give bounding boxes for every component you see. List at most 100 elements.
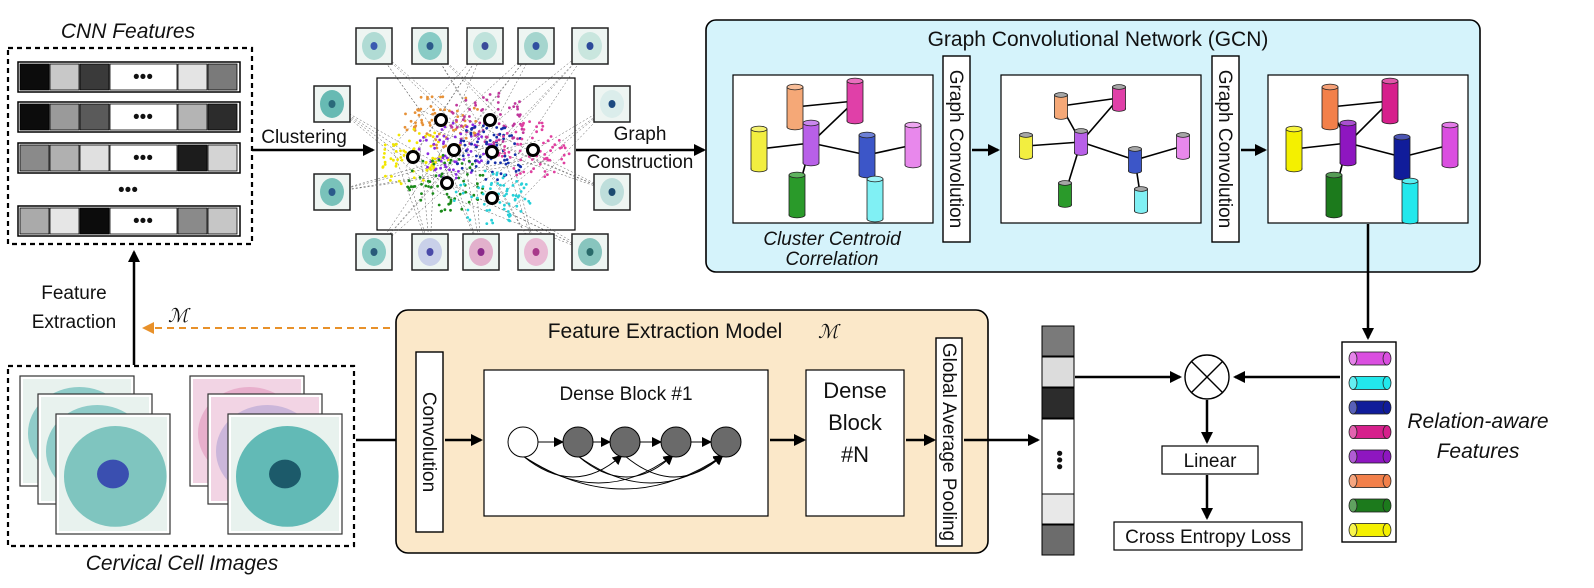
cnn-feature-cell	[207, 63, 238, 91]
dense-layer-node	[710, 426, 742, 458]
scatter-point	[414, 121, 417, 124]
scatter-point	[508, 213, 512, 216]
cylinder-top	[1339, 119, 1357, 127]
cnn-feature-cell	[79, 103, 110, 131]
centroid-marker	[406, 150, 420, 164]
scatter-point	[488, 208, 491, 212]
thumbnail-nucleus	[481, 42, 489, 50]
scatter-point	[498, 132, 502, 136]
dense-skip-connection	[624, 454, 724, 478]
scatter-point	[514, 194, 518, 198]
scatter-point	[432, 142, 436, 146]
cylinder-fill	[1394, 137, 1410, 177]
scatter-point	[384, 174, 387, 178]
relation-cylinder-end	[1382, 523, 1392, 537]
relation-cylinder-body	[1352, 351, 1388, 366]
cluster-caption-1: Cluster Centroid	[763, 229, 902, 250]
scatter-point	[519, 210, 523, 213]
centroid-marker	[440, 176, 454, 190]
leader-line	[512, 161, 537, 253]
scatter-point	[381, 166, 385, 169]
cylinder-fill	[1402, 181, 1418, 221]
cylinder-fill	[1075, 131, 1087, 153]
feature-vector-cell	[1041, 325, 1075, 357]
scatter-point	[419, 95, 423, 99]
scatter-point	[459, 139, 463, 143]
relation-feature-cylinder	[1348, 449, 1392, 464]
scatter-point	[519, 190, 523, 193]
scatter-point	[477, 130, 481, 133]
clustering-label: Clustering	[261, 127, 347, 148]
scatter-point	[421, 179, 425, 182]
cnn-feature-cell	[177, 144, 208, 172]
gap-box	[935, 337, 963, 547]
scatter-point	[415, 141, 419, 145]
scatter-point	[542, 141, 545, 145]
scatter-point	[469, 150, 473, 153]
scatter-point	[522, 170, 526, 174]
scatter-point	[543, 175, 547, 179]
cnn-features-title: CNN Features	[61, 20, 196, 43]
cylinder-fill	[803, 123, 819, 163]
relation-cylinder-cap	[1348, 376, 1358, 390]
scatter-point	[443, 161, 446, 165]
cnn-feature-cell	[109, 207, 178, 235]
scatter-point	[433, 146, 436, 150]
scatter-point	[459, 183, 463, 187]
cell-thumbnail	[411, 233, 449, 271]
gap-label: Global Average Pooling	[938, 343, 959, 541]
scatter-point	[485, 98, 489, 102]
scatter-point	[464, 98, 468, 102]
cluster-caption-2: Correlation	[786, 249, 879, 270]
scatter-point	[500, 154, 504, 158]
scatter-point	[485, 222, 489, 226]
scatter-point	[511, 136, 515, 140]
cylinder-top	[846, 77, 864, 85]
scatter-point	[505, 131, 509, 135]
cell-images-box	[6, 364, 356, 548]
cylinder-top	[1441, 121, 1459, 129]
graph-node-cylinder	[1074, 128, 1088, 156]
relation-cylinder-end	[1382, 498, 1392, 513]
cnn-vertical-dots: •••	[118, 180, 138, 201]
graph-node-cylinder	[1381, 77, 1399, 125]
dense-n-line-1: Dense	[823, 378, 887, 403]
cylinder-fill	[1382, 81, 1398, 121]
scatter-point	[505, 192, 508, 196]
cnn-feature-rows: ••••••••••••	[17, 61, 241, 237]
scatter-point	[454, 127, 458, 131]
scatter-point	[532, 167, 535, 171]
scatter-point	[476, 196, 479, 200]
scatter-point	[514, 130, 518, 134]
relation-feature-cylinder	[1348, 400, 1392, 415]
cnn-feature-cell	[207, 144, 238, 172]
scatter-point	[383, 143, 387, 147]
scatter-point	[567, 152, 571, 156]
scatter-point	[462, 158, 466, 161]
linear-box	[1161, 445, 1259, 475]
cnn-feature-cell	[19, 63, 50, 91]
scatter-point	[389, 157, 393, 161]
scatter-point	[428, 124, 432, 127]
scatter-point	[506, 210, 510, 213]
graph-node-cylinder	[1128, 146, 1142, 174]
scatter-point	[402, 153, 406, 157]
scatter-point	[396, 158, 399, 162]
scatter-point	[439, 175, 443, 178]
scatter-point	[460, 124, 463, 128]
scatter-point	[519, 172, 522, 175]
convolution-label: Convolution	[418, 392, 439, 492]
scatter-point	[504, 162, 508, 166]
scatter-point	[464, 190, 467, 194]
cell-thumbnail	[571, 233, 609, 271]
scatter-point	[452, 168, 455, 172]
graph-edge	[758, 142, 812, 150]
cylinder-fill	[867, 179, 883, 219]
leader-line	[474, 45, 537, 161]
scatter-point	[420, 118, 423, 122]
thumbnail-nucleus	[586, 42, 594, 50]
scatter-point	[422, 136, 425, 139]
scatter-point	[502, 207, 506, 211]
cylinder-top	[1074, 128, 1088, 134]
